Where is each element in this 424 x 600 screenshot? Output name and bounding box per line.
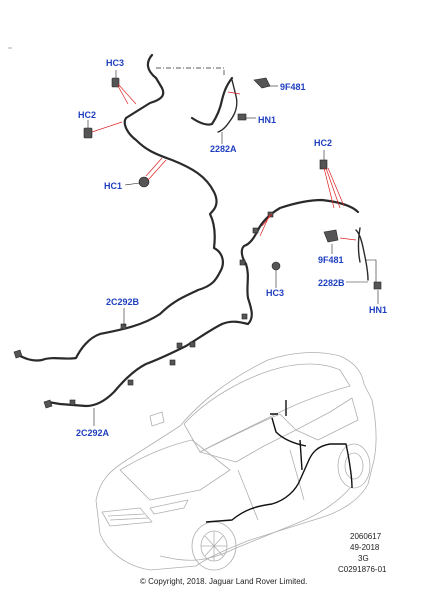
hn1-right-nut-part: [373, 281, 382, 290]
car-roof: [183, 363, 351, 453]
car-door-lines: [237, 449, 305, 521]
car-rear-hub: [344, 452, 364, 480]
callout-2c292b[interactable]: 2C292B: [106, 297, 140, 307]
brake-pipe-upper: [190, 76, 234, 126]
hc2-clip-part: [83, 127, 93, 139]
callout-hc2-right[interactable]: HC2: [314, 138, 332, 148]
car-brake-line-vertical: [299, 439, 303, 471]
hc1-clip-part: [138, 176, 150, 188]
leader-9f481-right: [339, 237, 357, 241]
clip: [189, 341, 196, 348]
leader-hc3-mid: [259, 213, 273, 237]
callout-9f481-right[interactable]: 9F481: [318, 255, 344, 265]
car-front-spokes: [201, 531, 227, 561]
brake-pipe-right-cluster: [355, 227, 369, 281]
callout-hn1-right[interactable]: HN1: [369, 305, 387, 315]
brake-pipe-main: [14, 53, 224, 362]
pipe-clips: [69, 211, 274, 406]
hc3-clip-part: [111, 77, 120, 88]
brake-pipe-upper-branch: [217, 79, 238, 133]
car-brake-line: [205, 443, 353, 523]
hc3-mid-clip-part: [271, 261, 281, 271]
car-window-rear: [295, 397, 359, 441]
hn1-nut-part: [237, 113, 247, 121]
callout-2c292a[interactable]: 2C292A: [76, 428, 110, 438]
car-grille: [101, 507, 153, 527]
hc2-right-clip-part: [319, 159, 328, 170]
ref-line-2: 49-2018: [350, 543, 380, 552]
callout-line-hc1: [124, 182, 141, 186]
vehicle-locator: [95, 352, 377, 571]
callout-hn1-top[interactable]: HN1: [258, 115, 276, 125]
9f481-right-bracket-part: [323, 229, 339, 243]
callout-hc2-left[interactable]: HC2: [78, 110, 96, 120]
car-sill: [159, 487, 351, 561]
clip: [239, 259, 246, 266]
callout-hc3-mid[interactable]: HC3: [266, 288, 284, 298]
leader-lines: [91, 83, 357, 241]
brake-pipe-right: [46, 198, 360, 408]
pipe-end-fitting-lower: [43, 399, 53, 409]
callout-line-2282b: [346, 259, 377, 283]
clip: [169, 359, 176, 366]
car-body-outline: [95, 352, 377, 571]
car-bonnet: [119, 439, 231, 501]
callout-hc3-top[interactable]: HC3: [106, 58, 124, 68]
leader-hc1: [145, 157, 167, 181]
clip: [120, 323, 127, 330]
car-window-front: [199, 413, 297, 463]
ref-line-1: 2060617: [350, 532, 382, 541]
leader-hc2: [91, 121, 123, 133]
9f481-bracket-part: [253, 77, 271, 89]
car-rear-wheel: [337, 443, 371, 489]
clip: [241, 313, 248, 320]
callout-2282b[interactable]: 2282B: [318, 278, 345, 288]
callout-2282a[interactable]: 2282A: [210, 144, 237, 154]
pipe-end-fitting: [13, 349, 23, 359]
car-headlight: [149, 499, 189, 515]
car-mirror: [149, 411, 165, 427]
car-brake-line-upper: [270, 400, 307, 447]
leader-hc2-right: [323, 167, 345, 209]
clip: [252, 227, 259, 234]
routing-dashline: [156, 67, 225, 76]
clip: [176, 342, 183, 349]
ref-line-3: 3G: [358, 554, 369, 563]
clip: [127, 379, 134, 386]
callout-lines: [87, 70, 379, 426]
clip: [267, 211, 274, 218]
callout-9f481-top[interactable]: 9F481: [280, 82, 306, 92]
component-parts: [13, 77, 382, 409]
copyright-text: © Copyright, 2018. Jaguar Land Rover Lim…: [140, 577, 307, 586]
leader-top-sensor: [227, 91, 241, 95]
ref-line-4: C0291876-01: [338, 565, 387, 574]
leader-hc3: [117, 83, 137, 105]
clip: [69, 399, 76, 406]
callout-hc1[interactable]: HC1: [104, 181, 122, 191]
